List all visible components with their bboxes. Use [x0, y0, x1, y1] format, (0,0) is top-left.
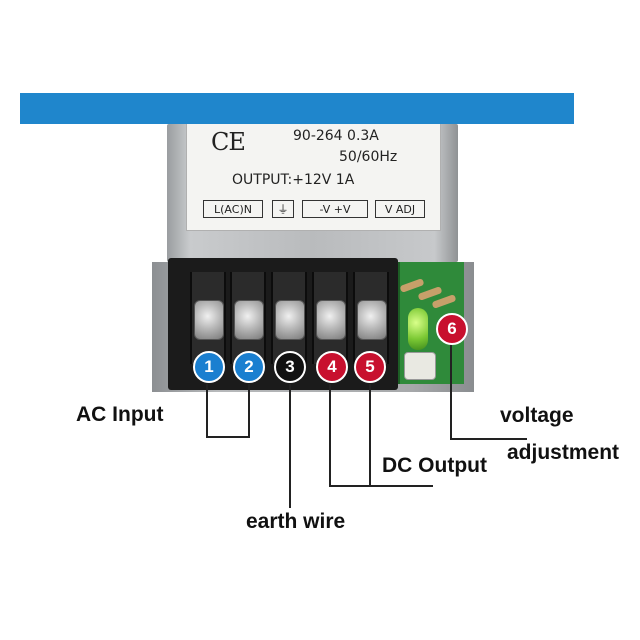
ce-mark: CE [211, 128, 246, 156]
terminal-label-ln: L(AC)N [203, 200, 263, 218]
badge-4: 4 [316, 351, 348, 383]
badge-2-number: 2 [244, 357, 254, 376]
badge-5-number: 5 [365, 357, 375, 376]
terminal-screw-icon [275, 300, 305, 340]
frequency-rating: 50/60Hz [339, 149, 398, 165]
badge-2: 2 [233, 351, 265, 383]
terminal-label-adj: V ADJ [375, 200, 425, 218]
output-rating: OUTPUT:+12V 1A [232, 172, 355, 188]
callout-earth-wire: earth wire [246, 510, 346, 533]
rating-label-plate: CE 90-264 0.3A 50/60Hz OUTPUT:+12V 1A L(… [186, 124, 441, 231]
terminal-screw-icon [316, 300, 346, 340]
badge-4-number: 4 [327, 357, 337, 376]
terminal-label-adj-text: V ADJ [384, 202, 416, 216]
callout-ac-input: AC Input [76, 403, 164, 426]
adj-leader-line [450, 345, 527, 440]
terminal-label-dc-text: -V +V [319, 202, 351, 216]
callout-adjustment: adjustment [507, 441, 620, 464]
dc-leader-line [329, 384, 433, 487]
terminal-label-dc: -V +V [302, 200, 368, 218]
badge-6: 6 [436, 313, 468, 345]
led-indicator-icon [408, 308, 428, 350]
terminal-label-ln-text: L(AC)N [214, 202, 252, 216]
callout-voltage: voltage [500, 404, 574, 427]
callout-dc-output: DC Output [382, 454, 487, 477]
badge-1: 1 [193, 351, 225, 383]
earth-symbol-icon: ⏚ [277, 203, 289, 216]
ac-leader-line [206, 384, 250, 438]
badge-3: 3 [274, 351, 306, 383]
terminal-label-earth: ⏚ [272, 200, 294, 218]
badge-5: 5 [354, 351, 386, 383]
header-banner [20, 93, 574, 124]
badge-6-number: 6 [447, 319, 457, 338]
leader-line-group [206, 345, 527, 508]
voltage-potentiometer[interactable] [404, 352, 436, 380]
terminal-screw-icon [357, 300, 387, 340]
input-rating: 90-264 0.3A [293, 128, 379, 144]
terminal-screw-icon [234, 300, 264, 340]
terminal-screw-icon [194, 300, 224, 340]
badge-3-number: 3 [285, 357, 295, 376]
badge-1-number: 1 [204, 357, 214, 376]
